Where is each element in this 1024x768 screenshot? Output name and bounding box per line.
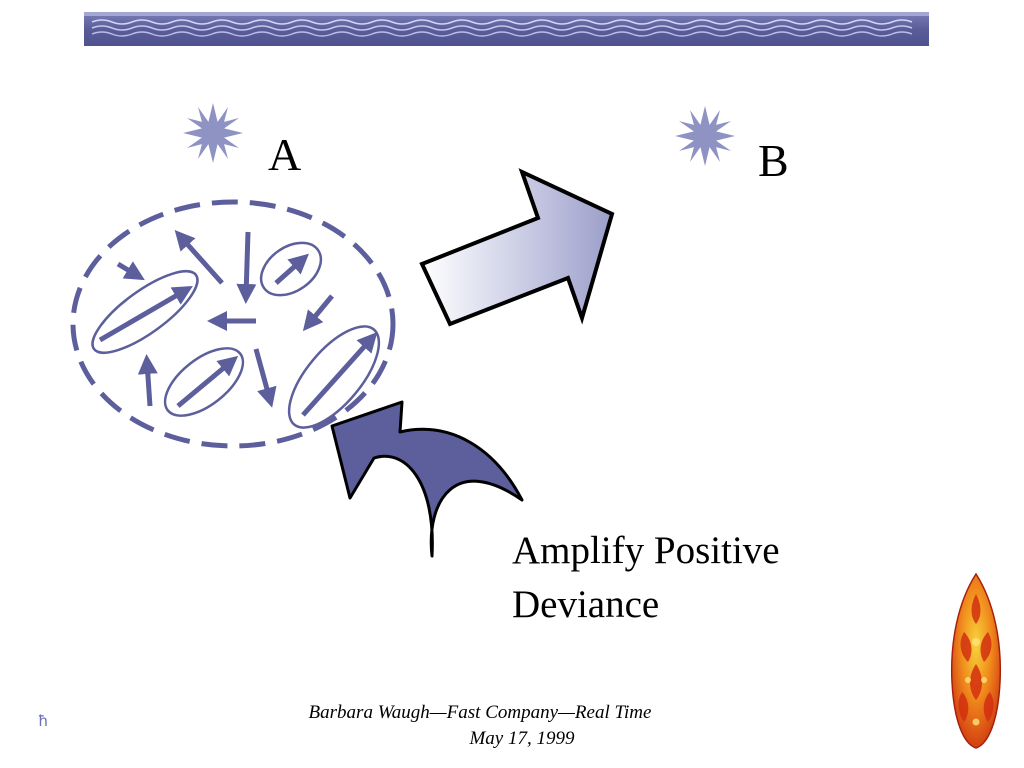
star-a-icon [183, 103, 243, 163]
aligned-group-1 [91, 270, 199, 354]
star-b-icon [675, 106, 735, 166]
nav-marker: ħ [38, 712, 49, 730]
amplify-caption: Amplify Positive Deviance [512, 524, 780, 632]
caption-line-2: Deviance [512, 583, 660, 626]
aligned-group-3 [163, 347, 245, 417]
slide-footer: Barbara Waugh—Fast Company—Real Time May… [230, 700, 730, 752]
aligned-group-4 [287, 325, 381, 429]
aligned-group-2 [259, 241, 323, 297]
transition-arrow [419, 168, 615, 327]
dashed-boundary [70, 199, 396, 449]
wave-banner [84, 12, 929, 46]
flame-ornament [950, 572, 1002, 749]
caption-line-1: Amplify Positive [512, 529, 780, 572]
footer-line-1: Barbara Waugh—Fast Company—Real Time [308, 702, 652, 723]
footer-line-2: May 17, 1999 [469, 728, 575, 749]
state-b-label: B [758, 135, 789, 186]
scattered-arrows [116, 230, 334, 408]
state-a-label: A [268, 129, 302, 180]
amplify-arrow [330, 400, 524, 558]
